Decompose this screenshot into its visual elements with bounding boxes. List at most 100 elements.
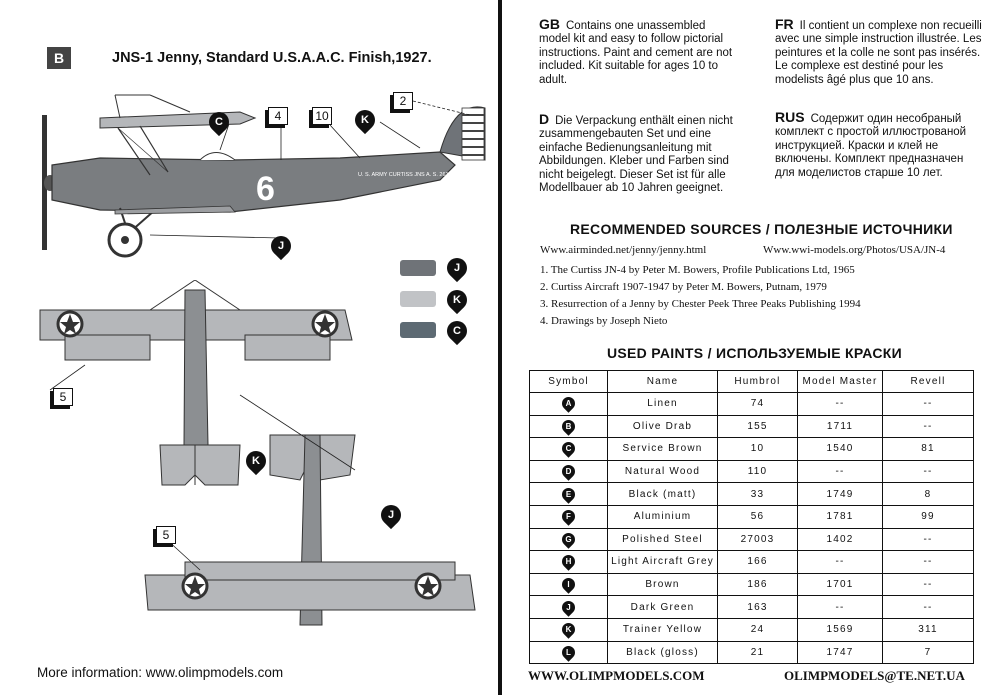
paint-name-cell: Black (matt) [607,482,718,506]
humbrol-cell: 27003 [717,527,798,552]
revell-cell: -- [882,572,974,597]
source-item: 1. The Curtiss JN-4 by Peter M. Bowers, … [540,264,855,276]
scheme-title: JNS-1 Jenny, Standard U.S.A.A.C. Finish,… [112,50,432,66]
callout-10: 10 [312,107,332,125]
header-humbrol: Humbrol [717,370,798,393]
model-master-cell: -- [797,392,883,416]
model-master-cell: -- [797,459,883,484]
paint-symbol-icon: J [559,597,578,617]
paint-name-cell: Natural Wood [607,459,718,484]
header-symbol: Symbol [529,370,608,393]
model-master-cell: -- [797,595,883,619]
more-info: More information: www.olimpmodels.com [37,665,284,680]
paints-title: USED PAINTS / ИСПОЛЬЗУЕМЫЕ КРАСКИ [607,345,902,361]
paint-name-cell: Dark Green [607,595,718,619]
source-item: 3. Resurrection of a Jenny by Chester Pe… [540,298,861,310]
legend-swatch-j [400,260,436,276]
paint-name-cell: Polished Steel [607,527,718,552]
model-master-cell: 1540 [797,437,883,461]
humbrol-cell: 33 [717,482,798,506]
symbol-cell: H [529,550,608,574]
revell-cell: 311 [882,617,974,642]
symbol-cell: G [529,527,608,552]
revell-cell: -- [882,595,974,619]
model-master-cell: 1781 [797,504,883,529]
callout-5-top: 5 [53,388,73,406]
source-item: 4. Drawings by Joseph Nieto [540,315,668,327]
revell-cell: 81 [882,437,974,461]
paint-symbol-icon: F [559,507,578,526]
symbol-cell: B [529,414,608,439]
paint-symbol-icon: G [559,530,578,549]
paint-symbol-icon: I [559,575,578,594]
model-master-cell: 1701 [797,572,883,597]
paints-header-row: Symbol Name Humbrol Model Master Revell [529,370,974,393]
callout-2: 2 [393,92,413,110]
revell-cell: -- [882,527,974,552]
footer-email[interactable]: OLIMPMODELS@TE.NET.UA [784,668,965,683]
revell-cell: 99 [882,504,974,529]
page-divider [498,0,502,695]
model-master-cell: 1402 [797,527,883,552]
source-item: 2. Curtiss Aircraft 1907-1947 by Peter M… [540,281,827,293]
revell-cell: -- [882,392,974,416]
top-view-drawing [39,280,476,626]
symbol-cell: A [529,392,608,416]
fuselage-lettering: U. S. ARMY CURTISS JNS A. S. 2612 [358,172,452,178]
left-page: B JNS-1 Jenny, Standard U.S.A.A.C. Finis… [0,0,498,695]
model-master-cell: 1569 [797,617,883,642]
callout-5-bottom: 5 [156,526,176,544]
paint-name-cell: Service Brown [607,437,718,461]
humbrol-cell: 21 [717,640,798,665]
scheme-badge: B [47,47,71,69]
legend-swatch-c [400,322,436,338]
revell-cell: -- [882,414,974,439]
humbrol-cell: 110 [717,459,798,484]
footer-website[interactable]: WWW.OLIMPMODELS.COM [528,668,705,683]
source-link-2[interactable]: Www.wwi-models.org/Photos/USA/JN-4 [763,244,946,256]
paint-name-cell: Linen [607,392,718,416]
fuselage-number: 6 [256,170,275,208]
sources-list: 1. The Curtiss JN-4 by Peter M. Bowers, … [540,262,861,330]
humbrol-cell: 155 [717,414,798,439]
humbrol-cell: 166 [717,550,798,574]
paint-symbol-icon: H [559,552,578,572]
humbrol-cell: 163 [717,595,798,619]
paint-name-cell: Olive Drab [607,414,718,439]
model-master-cell: 1749 [797,482,883,506]
model-master-cell: -- [797,550,883,574]
symbol-cell: I [529,572,608,597]
humbrol-cell: 74 [717,392,798,416]
paint-name-cell: Light Aircraft Grey [607,550,718,574]
header-name: Name [607,370,718,393]
humbrol-cell: 56 [717,504,798,529]
callout-4: 4 [268,107,288,125]
symbol-cell: J [529,595,608,619]
paint-symbol-icon: C [559,439,578,459]
paint-symbol-icon: D [559,462,578,481]
revell-cell: 8 [882,482,974,506]
legend-swatch-k [400,291,436,307]
symbol-cell: D [529,459,608,484]
source-link-1[interactable]: Www.airminded.net/jenny/jenny.html [540,244,707,256]
side-view-drawing: 6 U. S. ARMY CURTISS JNS A. S. 2612 [42,94,486,258]
model-master-cell: 1711 [797,414,883,439]
humbrol-cell: 10 [717,437,798,461]
fuselage [51,151,456,213]
paint-name-cell: Brown [607,572,718,597]
symbol-cell: F [529,504,608,529]
paint-name-cell: Black (gloss) [607,640,718,665]
symbol-cell: E [529,482,608,506]
